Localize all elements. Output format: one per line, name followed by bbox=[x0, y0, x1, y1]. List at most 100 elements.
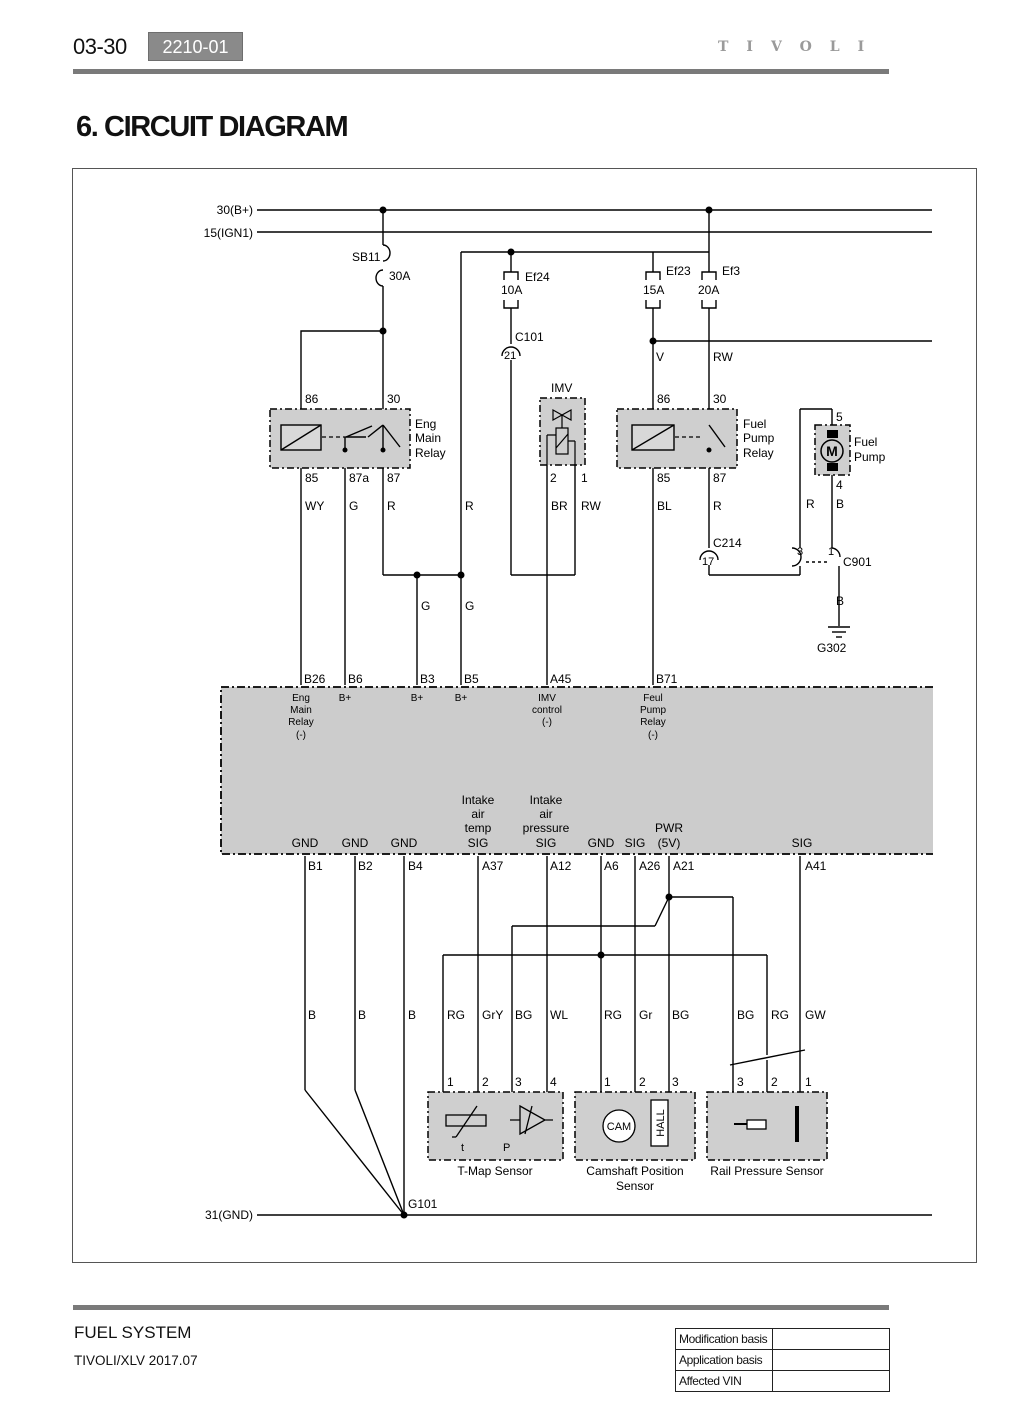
splice-points bbox=[379, 206, 713, 1219]
eng-relay-name-line2: Main bbox=[415, 431, 441, 445]
footer-rule bbox=[73, 1305, 889, 1310]
ecu-pin-b2: B2 bbox=[358, 859, 373, 873]
rail-label-gnd: 31(GND) bbox=[205, 1208, 253, 1222]
wire-color-g-b5: G bbox=[465, 599, 474, 613]
camshaft-position-sensor: CAM HALL 1 2 3 Camshaft Position Sensor bbox=[574, 1075, 696, 1193]
ecu-a45-label-2: control bbox=[532, 705, 562, 716]
ecu-pin-b26: B26 bbox=[304, 672, 326, 686]
imv-valve: IMV 2 1 bbox=[539, 381, 588, 485]
ecu-pin-b1: B1 bbox=[308, 859, 323, 873]
ecu-a12-label-3: pressure bbox=[523, 821, 570, 835]
revision-value bbox=[772, 1328, 890, 1350]
wire-color-g-b3: G bbox=[421, 599, 430, 613]
fuse-ef23-rating: 15A bbox=[643, 283, 664, 297]
ecu-a45-label-3: (-) bbox=[542, 717, 552, 728]
ecu-b71-label-1: Feul bbox=[643, 693, 662, 704]
wire-color-r: R bbox=[387, 499, 396, 513]
rail-pin-3: 3 bbox=[737, 1075, 744, 1089]
ecu-a26-label: SIG bbox=[625, 836, 646, 850]
ecu-b71-label-2: Pump bbox=[640, 705, 667, 716]
fuse-sb11-label: SB11 bbox=[352, 250, 381, 264]
ecu-b4-label: GND bbox=[391, 836, 418, 850]
ecu-b26-label-1: Eng bbox=[292, 693, 310, 704]
rail-sensor-name: Rail Pressure Sensor bbox=[710, 1164, 823, 1178]
ecu-b1-label: GND bbox=[292, 836, 319, 850]
wire-color-b-b1: B bbox=[308, 1008, 316, 1022]
wire-color-b-b2: B bbox=[358, 1008, 366, 1022]
cam-symbol: CAM bbox=[607, 1121, 631, 1133]
revision-row: Modification basis bbox=[675, 1328, 890, 1350]
ecu-a12-label-4: SIG bbox=[536, 836, 557, 850]
footer-model-year: TIVOLI/XLV 2017.07 bbox=[74, 1353, 198, 1368]
ecu-pin-a21: A21 bbox=[673, 859, 695, 873]
revision-row: Application basis bbox=[675, 1349, 890, 1371]
tmap-symbol-t: t bbox=[461, 1142, 464, 1154]
ecu-pin-b3: B3 bbox=[420, 672, 435, 686]
ecu-pin-a45: A45 bbox=[550, 672, 572, 686]
tmap-pin-3: 3 bbox=[515, 1075, 522, 1089]
fuse-ef24-label: Ef24 bbox=[525, 270, 550, 284]
ecu-a12-label-2: air bbox=[539, 807, 552, 821]
eng-main-relay: 86 30 85 87a 87 Eng Main Relay bbox=[269, 392, 446, 485]
connector-c214-pin: 17 bbox=[702, 556, 714, 568]
ecu-b6-label: B+ bbox=[339, 693, 352, 704]
ecu-b5-label: B+ bbox=[455, 693, 468, 704]
fuel-pump-name-line2: Pump bbox=[854, 450, 886, 464]
wire-color-r-b5: R bbox=[465, 499, 474, 513]
ecu-b26-label-4: (-) bbox=[296, 730, 306, 741]
wire-color-rg-rail: RG bbox=[771, 1008, 789, 1022]
wire-color-rw-imv: RW bbox=[581, 499, 601, 513]
wire-color-r-pump: R bbox=[806, 497, 815, 511]
revision-value bbox=[772, 1370, 890, 1392]
rail-label-b-plus: 30(B+) bbox=[217, 203, 253, 217]
wire-color-wy: WY bbox=[305, 499, 324, 513]
wire-color-wl: WL bbox=[550, 1008, 568, 1022]
wire-color-gr: Gr bbox=[639, 1008, 652, 1022]
ground-g101-label: G101 bbox=[408, 1197, 438, 1211]
cam-pin-2: 2 bbox=[639, 1075, 646, 1089]
fuel-pump-motor: M 5 4 Fuel Pump bbox=[814, 410, 886, 492]
wire-color-br: BR bbox=[551, 499, 568, 513]
diagram-frame bbox=[72, 168, 977, 1263]
eng-relay-name-line1: Eng bbox=[415, 417, 436, 431]
wire-color-bg-tmap: BG bbox=[515, 1008, 532, 1022]
wire-color-r-fp: R bbox=[713, 499, 722, 513]
eng-relay-pin-86: 86 bbox=[305, 392, 319, 406]
ecu-pin-b4: B4 bbox=[408, 859, 423, 873]
footer-system-name: FUEL SYSTEM bbox=[74, 1323, 192, 1342]
connector-c214-label: C214 bbox=[713, 536, 742, 550]
wiring bbox=[300, 210, 932, 1216]
revision-row: Affected VIN bbox=[675, 1370, 890, 1392]
ecu-pin-a26: A26 bbox=[639, 859, 661, 873]
eng-relay-pin-87a: 87a bbox=[349, 471, 369, 485]
hall-symbol: HALL bbox=[655, 1109, 667, 1137]
ecu-pin-a12: A12 bbox=[550, 859, 572, 873]
fuel-pump-relay: 86 30 85 87 Fuel Pump Relay bbox=[616, 392, 775, 485]
ecu-b71-label-3: Relay bbox=[640, 717, 666, 728]
wire-color-labels: V RW WY G R R BR RW BL R R B G G B B B B… bbox=[305, 350, 844, 1022]
wire-color-b-g302: B bbox=[836, 594, 844, 608]
wire-color-bg-cam: BG bbox=[672, 1008, 689, 1022]
ecu-pin-a6: A6 bbox=[604, 859, 619, 873]
revision-label: Application basis bbox=[675, 1349, 773, 1371]
rail-pin-2: 2 bbox=[771, 1075, 778, 1089]
ecu-pin-a41: A41 bbox=[805, 859, 827, 873]
fuse-ef23-label: Ef23 bbox=[666, 264, 691, 278]
tmap-sensor-name: T-Map Sensor bbox=[457, 1164, 532, 1178]
eng-relay-pin-85: 85 bbox=[305, 471, 319, 485]
wire-color-rw-ef3: RW bbox=[713, 350, 733, 364]
fuse-sb11-rating: 30A bbox=[389, 269, 410, 283]
connector-c901-pin-3: 3 bbox=[797, 546, 803, 558]
fuel-pump-symbol: M bbox=[826, 443, 838, 459]
page-number: 03-30 bbox=[73, 34, 127, 59]
cam-pin-1: 1 bbox=[604, 1075, 611, 1089]
fp-relay-pin-30: 30 bbox=[713, 392, 727, 406]
tmap-symbol-p: P bbox=[503, 1142, 510, 1154]
fuse-ef3-rating: 20A bbox=[698, 283, 719, 297]
rail-label-ign1: 15(IGN1) bbox=[204, 226, 253, 240]
rail-pressure-sensor: 3 2 1 Rail Pressure Sensor bbox=[706, 1075, 828, 1178]
brand-logo-text: TIVOLI bbox=[718, 39, 883, 55]
ecu-a41-label: SIG bbox=[792, 836, 813, 850]
document-code-badge: 2210-01 bbox=[148, 32, 243, 61]
